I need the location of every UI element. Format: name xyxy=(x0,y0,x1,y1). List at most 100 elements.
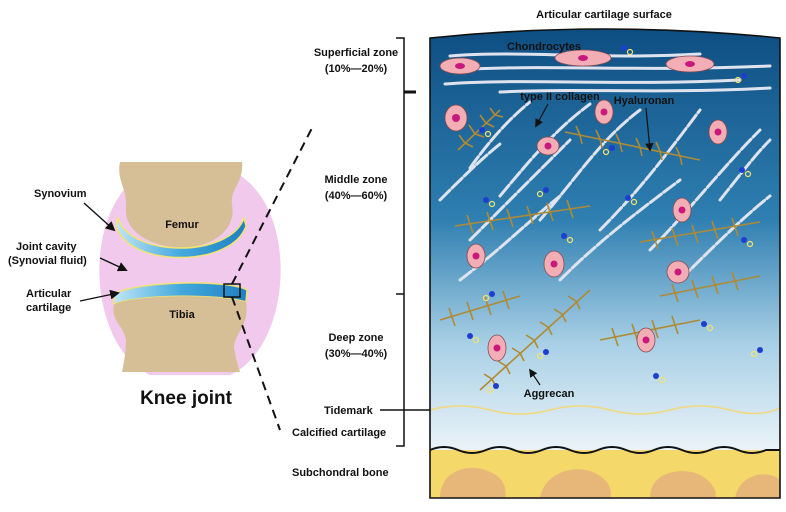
subchondral-blob-1 xyxy=(440,467,506,498)
knee-illustration: Femur Tibia Synovium Joint cavity (Synov… xyxy=(8,127,313,431)
subchondral-blob-2 xyxy=(540,469,611,498)
cement-line xyxy=(429,446,780,454)
molecule-core xyxy=(561,233,567,239)
molecule xyxy=(701,321,714,332)
femur-bone xyxy=(119,162,243,248)
superficial-zone-range: (10%—20%) xyxy=(325,63,388,75)
aggrecan-pointer xyxy=(529,368,541,386)
femur-cartilage xyxy=(115,215,247,259)
molecule-ring xyxy=(750,350,758,358)
aggrecan xyxy=(479,289,591,391)
collagen-pointer xyxy=(535,103,549,128)
collagen-fibre xyxy=(468,100,532,170)
chondrocyte xyxy=(672,197,692,223)
tibia-label: Tibia xyxy=(169,309,195,321)
molecule-core xyxy=(543,187,549,193)
middle-zone-range: (40%—60%) xyxy=(325,190,388,202)
aggrecan-branches xyxy=(466,199,574,234)
collagen-fibre xyxy=(468,138,572,242)
chondrocyte-nucleus xyxy=(472,252,480,260)
aggrecan-branches xyxy=(458,107,504,148)
aggrecan-branches xyxy=(651,217,739,250)
collagen-fibre xyxy=(458,194,562,282)
collagen-fibre xyxy=(443,78,742,86)
tibia-bone xyxy=(113,296,247,372)
molecule xyxy=(734,73,747,84)
deep-collagen xyxy=(443,294,738,400)
chondrocyte-nucleus xyxy=(550,260,558,268)
chondrocyte-nucleus xyxy=(685,61,695,67)
aggrecan-branches xyxy=(611,315,679,347)
molecule xyxy=(602,145,615,156)
tidemark-label: Tidemark xyxy=(324,405,374,417)
molecule-core xyxy=(609,145,615,151)
chondrocyte xyxy=(439,57,481,75)
molecule-core xyxy=(741,73,747,79)
aggrecan-core xyxy=(659,275,761,297)
molecule-ring xyxy=(602,148,610,156)
hyaluronan-label: Hyaluronan xyxy=(614,95,675,107)
chondrocyte-nucleus xyxy=(674,268,682,276)
collagen-label: type II collagen xyxy=(520,91,600,103)
aggrecan-core xyxy=(479,289,591,391)
molecule-core xyxy=(741,237,747,243)
articular-cartilage-pointer xyxy=(79,289,120,302)
aggrecan xyxy=(639,217,761,250)
collagen-fibre xyxy=(558,178,682,282)
aggrecan-clusters xyxy=(439,107,761,391)
aggrecan-branches xyxy=(483,295,581,388)
chondrocyte xyxy=(594,99,614,125)
molecule xyxy=(483,197,496,208)
subchondral-bone-label: Subchondral bone xyxy=(292,467,389,479)
chondrocyte-nucleus xyxy=(578,55,588,61)
chondrocyte xyxy=(708,119,728,145)
tidemark-line xyxy=(429,405,781,415)
molecule xyxy=(479,127,492,138)
molecule xyxy=(536,349,549,360)
zone-labels: Articular cartilage surface Superficial … xyxy=(292,9,672,479)
molecule xyxy=(486,383,499,394)
middle-zone-name: Middle zone xyxy=(325,174,388,186)
collagen-fibre xyxy=(453,64,772,72)
zone-bracket xyxy=(396,37,414,447)
molecule xyxy=(653,373,666,384)
molecule-ring xyxy=(488,200,496,208)
molecule-core xyxy=(493,383,499,389)
articular-cartilage-sublabel: cartilage xyxy=(26,302,71,314)
chondrocyte xyxy=(487,334,507,362)
molecule xyxy=(621,45,634,56)
chondrocyte xyxy=(665,55,715,73)
molecule-ring xyxy=(566,236,574,244)
molecule xyxy=(625,195,638,206)
molecule-ring xyxy=(626,48,634,56)
molecule-ring xyxy=(630,198,638,206)
joint-cavity-pointer xyxy=(99,257,128,272)
molecule-core xyxy=(489,291,495,297)
chondrocyte-nucleus xyxy=(678,206,686,214)
aggrecan-branches xyxy=(448,290,510,327)
molecule-core xyxy=(625,195,631,201)
molecule-core xyxy=(543,349,549,355)
chondrocyte-nucleus xyxy=(544,142,552,150)
molecule-core xyxy=(739,167,745,173)
chondrocyte xyxy=(444,104,468,132)
deep-zone-range: (30%—40%) xyxy=(325,348,388,360)
aggrecan-branches xyxy=(671,271,739,303)
aggrecan xyxy=(439,290,521,327)
molecule-core xyxy=(467,333,473,339)
molecule-ring xyxy=(746,240,754,248)
molecule-ring xyxy=(536,352,544,360)
aggrecan-core xyxy=(564,131,701,161)
molecule xyxy=(561,233,574,244)
molecule-core xyxy=(701,321,707,327)
molecule-ring xyxy=(734,76,742,84)
zoom-line-bottom xyxy=(231,296,281,431)
collagen-fibre xyxy=(678,194,772,282)
chondrocyte xyxy=(536,136,560,156)
molecule-core xyxy=(483,197,489,203)
molecule-core xyxy=(479,127,485,133)
hyaluronan-pointer xyxy=(645,107,654,152)
molecule xyxy=(482,291,495,302)
chondrocytes-label: Chondrocytes xyxy=(507,41,581,53)
aggrecan-branches xyxy=(575,125,683,166)
